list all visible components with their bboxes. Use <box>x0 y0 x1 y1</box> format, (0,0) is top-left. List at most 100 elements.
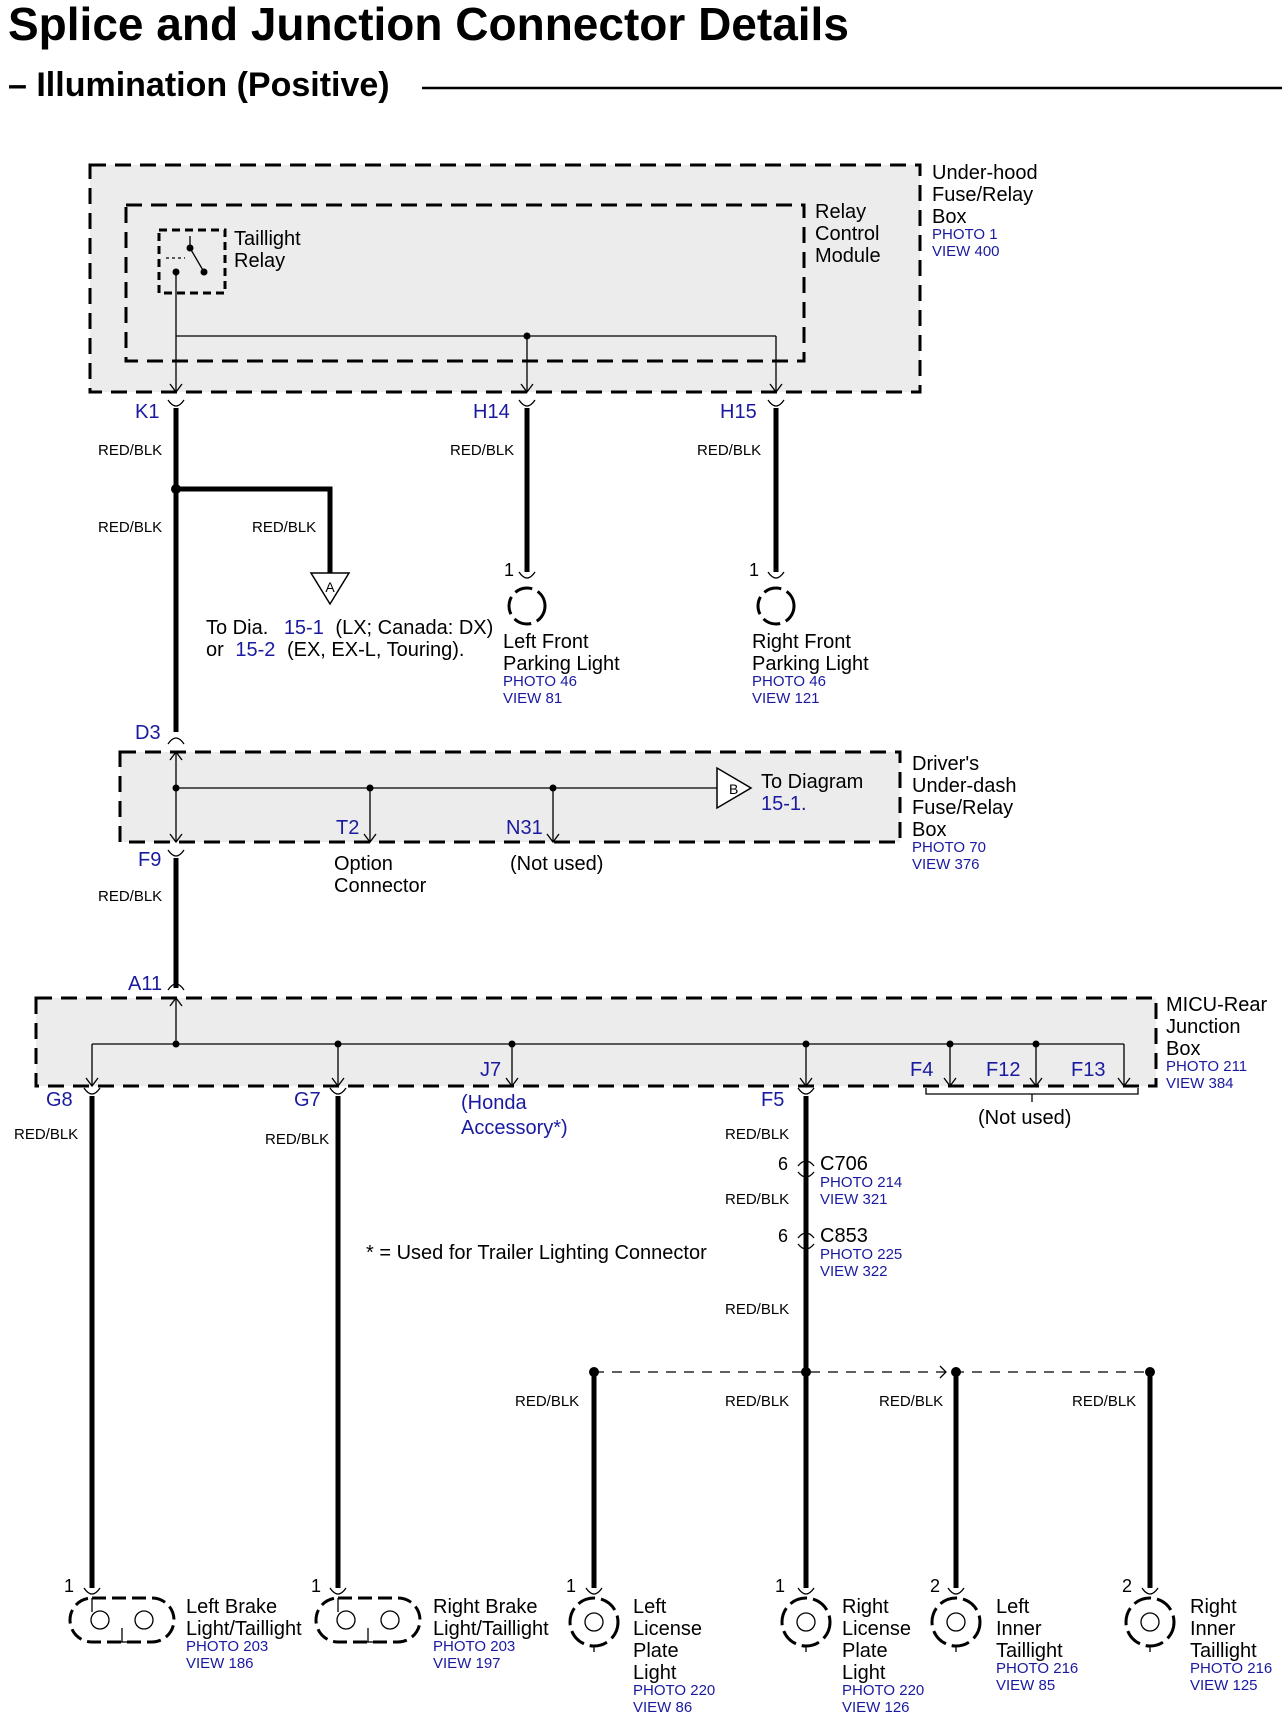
right-front-parking-pin: 1 <box>749 560 759 580</box>
c853-pin: 6 <box>778 1226 788 1246</box>
right-inner-taillight-bulb-icon[interactable] <box>1124 1596 1176 1652</box>
connector-a-text-line2-a: or <box>206 639 224 661</box>
left-license-label-3: Plate <box>633 1640 679 1662</box>
micu-internal-wiring <box>85 996 1131 1088</box>
wire-c853-splice-color: RED/BLK <box>725 1301 789 1318</box>
right-brake-photo[interactable]: PHOTO 203 <box>433 1638 515 1655</box>
right-inner-photo[interactable]: PHOTO 216 <box>1190 1660 1272 1677</box>
right-front-parking-label-2: Parking Light <box>752 653 869 675</box>
right-front-parking-label-1: Right Front <box>752 631 851 653</box>
c853-label[interactable]: C853 <box>820 1225 868 1247</box>
left-license-bulb-icon[interactable] <box>568 1596 620 1652</box>
connector-a-symbol[interactable] <box>309 572 351 606</box>
connector-a-link-15-2[interactable]: 15-2 <box>235 639 275 661</box>
wire-left-inner-color: RED/BLK <box>879 1393 943 1410</box>
connector-a-text-line1: To Dia. 15-1 (LX; Canada: DX) <box>206 617 493 639</box>
relay-control-module-label-3: Module <box>815 245 881 267</box>
micu-box-label-3: Box <box>1166 1038 1200 1060</box>
taillight-relay-label-2: Relay <box>234 250 285 272</box>
pin-j7-label: J7 <box>480 1059 501 1081</box>
to-diagram-link-15-1[interactable]: 15-1. <box>761 793 807 815</box>
left-inner-taillight-bulb-icon[interactable] <box>930 1596 982 1652</box>
left-license-label-1: Left <box>633 1596 667 1618</box>
c706-photo[interactable]: PHOTO 214 <box>820 1174 902 1191</box>
underhood-box-label-2: Fuse/Relay <box>932 184 1033 206</box>
pin-g7-label: G7 <box>294 1089 321 1111</box>
connector-a11-symbol <box>167 983 185 991</box>
splice-arrow <box>939 1365 947 1379</box>
left-license-view[interactable]: VIEW 86 <box>633 1699 692 1716</box>
right-license-view[interactable]: VIEW 126 <box>842 1699 910 1716</box>
honda-accessory-label-2: Accessory*) <box>461 1117 568 1139</box>
pin-d3-label: D3 <box>135 722 161 744</box>
connector-b-symbol[interactable] <box>716 766 753 810</box>
right-license-pin: 1 <box>775 1576 785 1596</box>
right-license-label-3: Plate <box>842 1640 888 1662</box>
wire-branch-a[interactable] <box>176 486 333 573</box>
left-brake-photo[interactable]: PHOTO 203 <box>186 1638 268 1655</box>
wire-f9-color: RED/BLK <box>98 888 162 905</box>
connector-a-link-15-1[interactable]: 15-1 <box>284 617 324 639</box>
left-front-parking-view[interactable]: VIEW 81 <box>503 690 562 707</box>
right-brake-view[interactable]: VIEW 197 <box>433 1655 501 1672</box>
pin-t2-label: T2 <box>336 817 359 839</box>
right-brake-label-2: Light/Taillight <box>433 1618 549 1640</box>
left-brake-view[interactable]: VIEW 186 <box>186 1655 254 1672</box>
underhood-photo-ref[interactable]: PHOTO 1 <box>932 226 998 243</box>
taillight-relay-switch-icon <box>166 236 208 336</box>
pin-g8-label: G8 <box>46 1089 73 1111</box>
connector-b-label: B <box>729 781 738 797</box>
taillight-relay-box <box>157 228 227 295</box>
wire-g7-color: RED/BLK <box>265 1131 329 1148</box>
page-subtitle: – Illumination (Positive) <box>8 66 390 104</box>
micu-photo-ref[interactable]: PHOTO 211 <box>1166 1058 1247 1075</box>
option-connector-label-1: Option <box>334 853 393 875</box>
underhood-fuse-relay-box[interactable] <box>88 163 922 394</box>
wire-g8-color: RED/BLK <box>14 1126 78 1143</box>
right-license-bulb-icon[interactable] <box>780 1596 832 1652</box>
c853-photo[interactable]: PHOTO 225 <box>820 1246 902 1263</box>
left-front-parking-bulb-icon[interactable] <box>507 586 547 626</box>
underhood-box-label-1: Under-hood <box>932 162 1038 184</box>
right-inner-label-3: Taillight <box>1190 1640 1257 1662</box>
micu-rear-junction-box[interactable] <box>34 996 1158 1088</box>
left-front-parking-label-1: Left Front <box>503 631 589 653</box>
right-front-parking-view[interactable]: VIEW 121 <box>752 690 820 707</box>
left-inner-photo[interactable]: PHOTO 216 <box>996 1660 1078 1677</box>
micu-output-connectors <box>83 1087 815 1095</box>
c706-label[interactable]: C706 <box>820 1153 868 1175</box>
load-connectors <box>83 1587 1159 1595</box>
underhood-internal-wiring <box>169 332 783 394</box>
left-brake-bulb-icon[interactable] <box>68 1596 176 1644</box>
right-license-photo[interactable]: PHOTO 220 <box>842 1682 924 1699</box>
micu-view-ref[interactable]: VIEW 384 <box>1166 1075 1234 1092</box>
connector-a-text-line1-b: (LX; Canada: DX) <box>335 617 493 639</box>
left-inner-label-3: Taillight <box>996 1640 1063 1662</box>
left-license-label-2: License <box>633 1618 702 1640</box>
wire-k1-color: RED/BLK <box>98 442 162 459</box>
left-brake-label-1: Left Brake <box>186 1596 277 1618</box>
underdash-box-label-1: Driver's <box>912 753 979 775</box>
right-inner-view[interactable]: VIEW 125 <box>1190 1677 1258 1694</box>
underdash-box-label-4: Box <box>912 819 946 841</box>
left-license-pin: 1 <box>566 1576 576 1596</box>
left-inner-view[interactable]: VIEW 85 <box>996 1677 1055 1694</box>
connector-d3-symbol <box>167 737 185 745</box>
right-front-parking-photo[interactable]: PHOTO 46 <box>752 673 826 690</box>
pin-f4-label: F4 <box>910 1059 933 1081</box>
c706-view[interactable]: VIEW 321 <box>820 1191 888 1208</box>
taillight-relay-label-1: Taillight <box>234 228 301 250</box>
right-brake-bulb-icon[interactable] <box>314 1596 422 1644</box>
pin-f9-label: F9 <box>138 849 161 871</box>
left-front-parking-photo[interactable]: PHOTO 46 <box>503 673 577 690</box>
right-front-parking-bulb-icon[interactable] <box>756 586 796 626</box>
underdash-fuse-relay-box[interactable] <box>118 750 902 844</box>
not-used-bracket <box>925 1088 1139 1095</box>
underdash-photo-ref[interactable]: PHOTO 70 <box>912 839 986 856</box>
underhood-view-ref[interactable]: VIEW 400 <box>932 243 1000 260</box>
underdash-view-ref[interactable]: VIEW 376 <box>912 856 980 873</box>
pin-f13-label: F13 <box>1071 1059 1105 1081</box>
c853-view[interactable]: VIEW 322 <box>820 1263 888 1280</box>
left-license-photo[interactable]: PHOTO 220 <box>633 1682 715 1699</box>
wire-left-license-color: RED/BLK <box>515 1393 579 1410</box>
